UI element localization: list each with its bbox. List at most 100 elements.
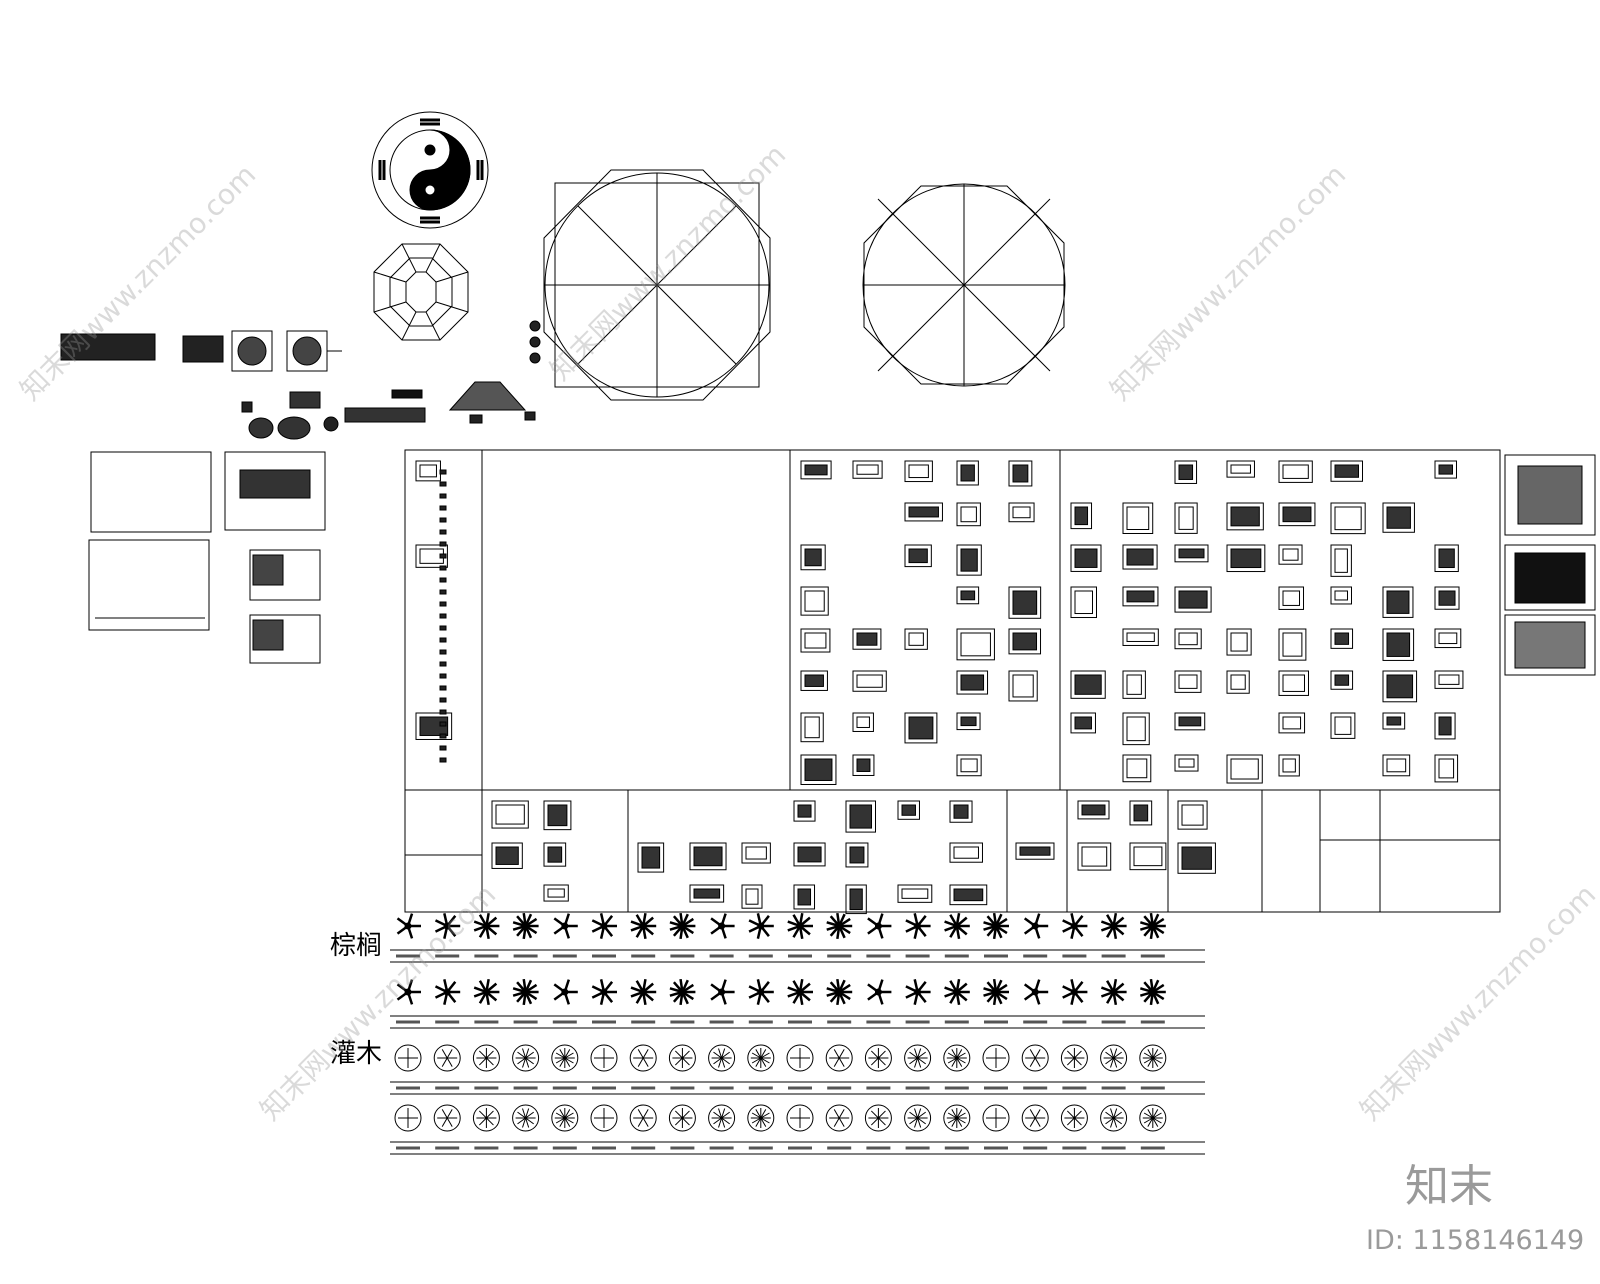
furniture-piece	[1129, 800, 1153, 826]
furniture-piece	[439, 469, 447, 475]
furniture-piece	[439, 637, 447, 643]
furniture-piece	[1282, 758, 1296, 773]
plant-symbol	[709, 913, 735, 958]
furniture-piece	[1438, 674, 1460, 685]
furniture-piece	[1122, 628, 1159, 646]
plant-symbol	[983, 978, 1009, 1024]
furniture-piece	[1438, 716, 1452, 736]
furniture-piece	[1382, 628, 1415, 661]
furniture-piece	[1334, 716, 1352, 735]
image-id: ID: 1158146149	[1366, 1225, 1585, 1256]
furniture-piece	[797, 888, 812, 906]
furniture-piece	[1434, 460, 1457, 479]
furniture-piece	[793, 800, 816, 822]
furniture-piece	[415, 712, 453, 740]
furniture-piece	[1230, 674, 1246, 690]
plant-symbol	[943, 1044, 971, 1090]
furniture-piece	[1330, 460, 1364, 482]
furniture-piece	[908, 506, 939, 518]
furniture-piece	[419, 464, 437, 478]
furniture-piece	[543, 884, 569, 902]
furniture-piece	[1015, 842, 1055, 860]
plant-symbol	[904, 1104, 932, 1150]
furniture-piece	[439, 577, 447, 583]
furniture-piece	[543, 800, 572, 831]
furniture-piece	[845, 800, 877, 833]
furniture-piece	[1438, 590, 1456, 606]
furniture-piece	[1438, 464, 1453, 475]
plant-symbol	[825, 1044, 853, 1090]
furniture-piece	[849, 888, 863, 911]
furniture-piece	[1174, 712, 1206, 731]
plant-symbol	[1100, 912, 1127, 958]
furniture-piece	[1126, 758, 1148, 779]
plant-symbol	[1062, 913, 1088, 958]
furniture-piece	[953, 846, 979, 859]
furniture-piece	[1126, 548, 1154, 566]
plant-symbol	[1023, 913, 1049, 958]
furniture-piece	[1070, 712, 1096, 734]
furniture-piece	[1070, 502, 1093, 530]
plant-symbol	[1021, 1044, 1049, 1090]
furniture-piece	[1177, 842, 1216, 874]
furniture-piece	[1386, 506, 1411, 529]
furniture-piece	[904, 712, 938, 744]
furniture-piece	[1012, 632, 1038, 651]
furniture-piece	[1330, 544, 1352, 577]
plant-symbol	[1139, 978, 1166, 1024]
furniture-piece	[439, 589, 447, 595]
furniture-piece	[1122, 754, 1152, 783]
plant-symbol	[1062, 979, 1088, 1024]
furniture-piece	[904, 460, 933, 483]
furniture-piece	[904, 544, 932, 568]
furniture-piece	[439, 661, 447, 667]
furniture-piece	[439, 601, 447, 607]
plant-symbol	[1021, 1104, 1049, 1150]
furniture-piece	[439, 481, 447, 487]
furniture-piece	[856, 464, 879, 475]
furniture-piece	[1178, 674, 1198, 689]
furniture-piece	[804, 464, 828, 476]
furniture-piece	[1278, 544, 1303, 565]
furniture-piece	[956, 628, 995, 661]
furniture-piece	[741, 842, 771, 864]
plant-symbol	[787, 912, 813, 958]
plant-symbol	[747, 1044, 775, 1090]
furniture-piece	[1070, 586, 1097, 619]
furniture-piece	[1178, 548, 1205, 559]
furniture-piece	[800, 628, 831, 653]
furniture-piece	[547, 888, 565, 898]
furniture-piece	[1226, 670, 1250, 694]
furniture-piece	[439, 673, 447, 679]
furniture-piece	[1012, 506, 1031, 519]
plant-symbol	[433, 1044, 461, 1090]
furniture-piece	[1386, 758, 1407, 773]
furniture-piece	[439, 517, 447, 523]
furniture-piece	[1282, 590, 1301, 606]
furniture-piece	[1434, 628, 1462, 649]
furniture-piece	[495, 804, 525, 825]
plant-symbol	[551, 1044, 579, 1090]
plant-symbol	[434, 913, 461, 958]
furniture-piece	[1434, 754, 1459, 783]
furniture-piece	[439, 625, 447, 631]
furniture-piece	[439, 733, 447, 739]
plant-symbol	[905, 913, 931, 958]
furniture-piece	[1434, 544, 1459, 573]
plant-symbols	[390, 912, 1205, 1155]
furniture-piece	[804, 590, 825, 612]
plant-symbol	[433, 1104, 461, 1150]
plant-symbol	[1139, 1104, 1167, 1150]
furniture-piece	[1382, 502, 1415, 533]
furniture-piece	[1278, 460, 1313, 483]
plant-symbol	[552, 979, 578, 1024]
plant-symbol	[590, 1044, 618, 1090]
furniture-piece	[1438, 548, 1455, 569]
furniture-piece	[1174, 628, 1202, 650]
furniture-piece	[491, 800, 529, 829]
furniture-piece	[543, 842, 567, 867]
furniture-piece	[897, 884, 933, 903]
plant-symbol	[944, 978, 970, 1024]
furniture-piece	[1438, 632, 1458, 645]
